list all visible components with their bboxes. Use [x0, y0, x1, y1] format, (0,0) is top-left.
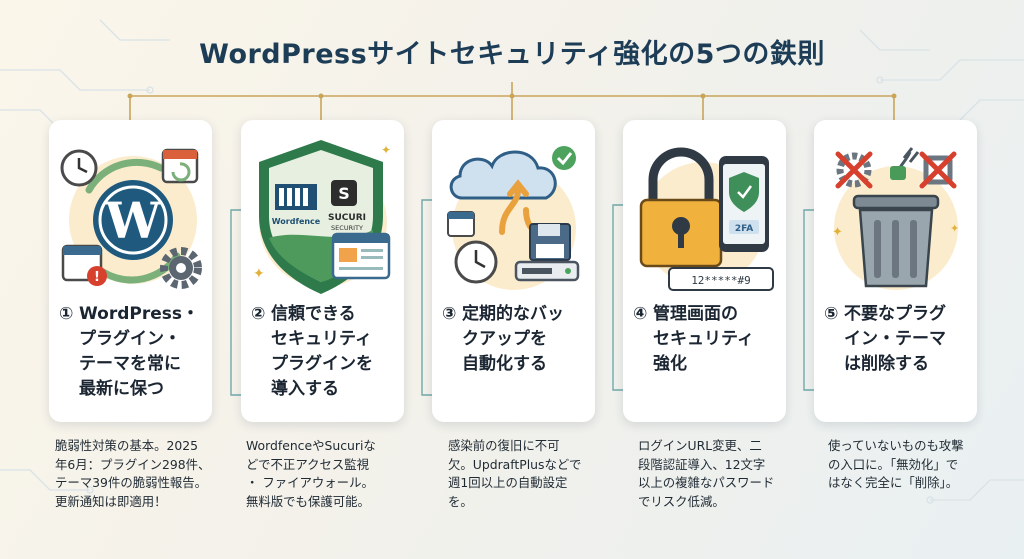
card-description: WordfenceやSucuriなどで不正アクセス監視 ・ ファイアウォール。無…	[246, 438, 376, 509]
svg-text:Wordfence: Wordfence	[272, 217, 321, 226]
svg-text:2FA: 2FA	[735, 224, 753, 234]
update-illustration: W !	[60, 148, 202, 289]
calendar-warning-icon: !	[61, 244, 107, 286]
svg-text:✦: ✦	[950, 222, 959, 235]
page-title: WordPressサイトセキュリティ強化の5つの鉄則	[199, 39, 825, 70]
clock-icon	[60, 149, 98, 187]
svg-text:✦: ✦	[253, 266, 265, 282]
svg-text:12*****#9: 12*****#9	[691, 274, 751, 287]
gear-icon	[160, 247, 202, 289]
remove-illustration: ✦✦	[832, 147, 959, 290]
plug-icon	[890, 147, 920, 181]
server-icon	[514, 260, 580, 282]
cloud-icon	[449, 150, 557, 200]
svg-text:✦: ✦	[381, 143, 391, 157]
backup-illustration	[447, 146, 580, 290]
admin-illustration: 2FA 12*****#9	[639, 147, 774, 291]
svg-text:S: S	[338, 184, 350, 203]
crossed-puzzle-icon	[919, 151, 957, 189]
plugin-illustration: Wordfence S SUCURI SECURITY ✦ ✦	[253, 140, 391, 294]
trash-can-icon	[852, 194, 940, 288]
floppy-disk-icon	[529, 223, 571, 261]
svg-text:!: !	[94, 270, 100, 285]
shield-check-icon	[729, 172, 759, 212]
svg-text:SECURITY: SECURITY	[331, 224, 363, 232]
wordfence-logo-icon: Wordfence	[272, 184, 321, 226]
svg-text:SUCURI: SUCURI	[328, 213, 366, 223]
calendar-icon	[447, 211, 475, 237]
password-field-icon: 12*****#9	[668, 267, 774, 291]
sucuri-logo-icon: S SUCURI SECURITY	[328, 180, 366, 232]
svg-text:✦: ✦	[832, 225, 843, 240]
calendar-refresh-icon	[161, 148, 199, 184]
crossed-gear-icon	[835, 151, 873, 189]
card-description: ログインURL変更、二段階認証導入、12文字 以上の複雑なパスワードでリスク低減…	[638, 438, 775, 509]
checkmark-icon	[552, 146, 576, 170]
clock-icon	[454, 240, 498, 284]
card-description: 感染前の復旧に不可欠。UpdraftPlusなどで 週1回以上の自動設定を。	[448, 438, 582, 509]
smartphone-icon: 2FA	[719, 156, 769, 252]
padlock-icon	[639, 147, 723, 268]
browser-window-icon	[331, 232, 391, 280]
wordpress-logo-icon: W	[93, 180, 173, 260]
svg-text:W: W	[104, 191, 162, 250]
card-description: 使っていないものも攻撃の入口に。「無効化」で はなく完全に「削除」。	[828, 438, 964, 490]
